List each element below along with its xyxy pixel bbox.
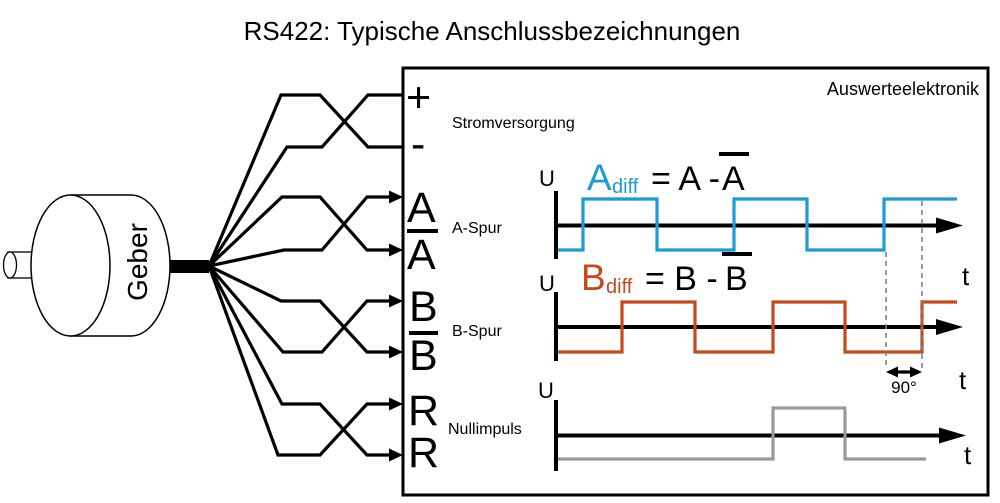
label-a-track: A-Spur — [452, 220, 502, 237]
t-axis-arrowhead-icon — [936, 319, 963, 335]
pin-b: B — [409, 283, 438, 331]
pin-a-overline — [407, 229, 438, 233]
encoder-label: Geber — [122, 223, 153, 301]
arrowhead-icon — [389, 190, 403, 204]
pin-minus: - — [411, 120, 425, 168]
signal-wire — [207, 264, 391, 354]
t-axis-arrowhead-icon — [936, 217, 963, 234]
formula-b: Bdiff= B -B — [581, 257, 748, 298]
formula-a-eq: = A - — [651, 160, 720, 198]
phase-annotation: 90° — [885, 201, 923, 397]
formula-b-eq: = B - — [645, 260, 718, 298]
arrowhead-icon — [389, 294, 403, 308]
waveform-b-diff — [558, 300, 957, 354]
t-axis-arrowhead-icon — [939, 427, 966, 444]
wire-bundle — [207, 93, 403, 457]
label-zero-pulse: Nullimpuls — [448, 421, 522, 438]
arrowhead-icon — [389, 448, 403, 462]
pin-a: A — [407, 184, 436, 232]
formula-a-sub: diff — [612, 176, 639, 198]
arrowhead-icon — [389, 345, 403, 359]
pin-group-labels: Stromversorgung A-Spur B-Spur Nullimpuls — [448, 115, 575, 438]
signal-wire — [208, 264, 391, 354]
pin-r: R — [408, 387, 439, 435]
signal-wire — [207, 265, 391, 457]
encoder-group: Geber — [2, 194, 209, 337]
axis-a-track: U t — [539, 166, 970, 291]
page-title: RS422: Typische Anschlussbezeichnungen — [244, 16, 741, 46]
waveform-zero-pulse — [558, 406, 926, 461]
formula-a-overline — [719, 152, 749, 156]
electronics-box — [401, 66, 990, 497]
phase-label: 90° — [891, 378, 917, 397]
formula-b-overline — [722, 252, 752, 256]
phase-arrowhead-left-icon — [886, 366, 898, 378]
axis-u-label: U — [539, 166, 555, 191]
waveform-a-diff — [558, 197, 957, 252]
label-power: Stromversorgung — [452, 115, 575, 132]
pin-r-inverted: R — [408, 429, 439, 477]
signal-wire — [207, 93, 403, 267]
formula-a: Adiff= A -A — [587, 157, 745, 198]
formula-b-rhs: B — [725, 260, 748, 298]
axis-t-label: t — [964, 440, 972, 470]
electronics-box-label: Auswerteelektronik — [827, 79, 980, 99]
pin-a-inverted: A — [407, 231, 436, 279]
formula-a-rhs: A — [722, 160, 745, 198]
phase-arrowhead-right-icon — [910, 366, 922, 378]
encoder-left-face — [30, 194, 111, 337]
pin-b-overline — [409, 331, 438, 335]
encoder-shaft-end — [2, 251, 18, 279]
arrowhead-icon — [389, 243, 403, 257]
pin-plus: + — [406, 74, 431, 122]
axis-b-track: U t — [539, 271, 967, 395]
signal-wire — [208, 195, 391, 268]
axis-u-label: U — [538, 378, 554, 403]
signal-wire — [207, 195, 391, 268]
formula-a-lhs: A — [587, 157, 612, 198]
axis-t-label: t — [962, 261, 970, 291]
axis-u-label: U — [539, 271, 555, 296]
axis-zero-pulse: U t — [538, 378, 972, 471]
pin-b-inverted: B — [409, 332, 438, 380]
pin-labels: + - A A B B R R — [406, 74, 439, 477]
label-b-track: B-Spur — [452, 323, 502, 340]
wire-arrowheads — [389, 190, 403, 462]
formula-b-lhs: B — [581, 257, 606, 298]
arrowhead-icon — [389, 397, 403, 411]
formula-b-sub: diff — [606, 276, 633, 298]
axis-t-label: t — [959, 365, 967, 395]
signal-wire — [207, 265, 391, 457]
cable-stub — [170, 260, 209, 273]
signal-wire — [207, 93, 403, 267]
